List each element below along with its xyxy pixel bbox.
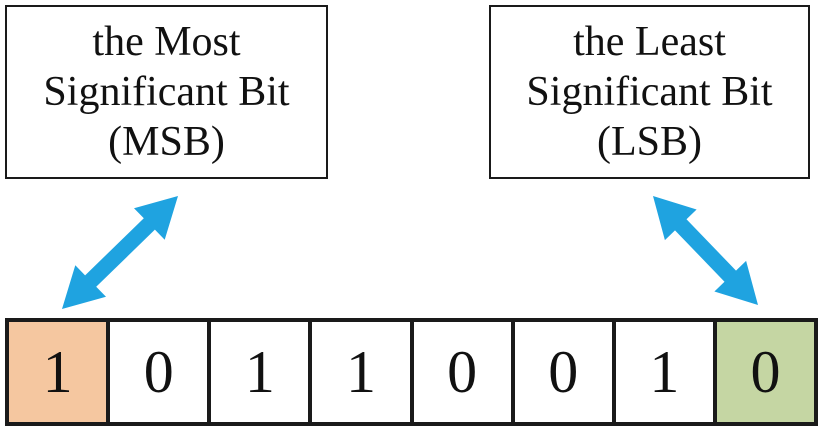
lsb-label-line-1: the Least bbox=[573, 19, 726, 65]
lsb-label-box: the Least Significant Bit (LSB) bbox=[489, 5, 810, 179]
bit-register: 1 0 1 1 0 0 1 0 bbox=[5, 318, 818, 426]
bit-cell-lsb: 0 bbox=[712, 322, 814, 422]
bit-cell-5: 1 bbox=[207, 322, 309, 422]
bit-cell-3: 0 bbox=[409, 322, 511, 422]
msb-label-line-3: (MSB) bbox=[108, 119, 225, 165]
bit-cell-2: 0 bbox=[510, 322, 612, 422]
msb-label-line-1: the Most bbox=[92, 19, 241, 65]
lsb-label-line-3: (LSB) bbox=[597, 119, 702, 165]
lsb-double-arrow-icon bbox=[653, 196, 758, 305]
lsb-label-line-2: Significant Bit bbox=[526, 69, 773, 115]
bit-cell-1: 1 bbox=[611, 322, 713, 422]
bit-cell-4: 1 bbox=[308, 322, 410, 422]
msb-label-box: the Most Significant Bit (MSB) bbox=[5, 5, 328, 179]
msb-label-line-2: Significant Bit bbox=[43, 69, 290, 115]
msb-double-arrow-icon bbox=[62, 196, 178, 309]
bit-cell-msb: 1 bbox=[9, 322, 107, 422]
bit-cell-6: 0 bbox=[106, 322, 208, 422]
